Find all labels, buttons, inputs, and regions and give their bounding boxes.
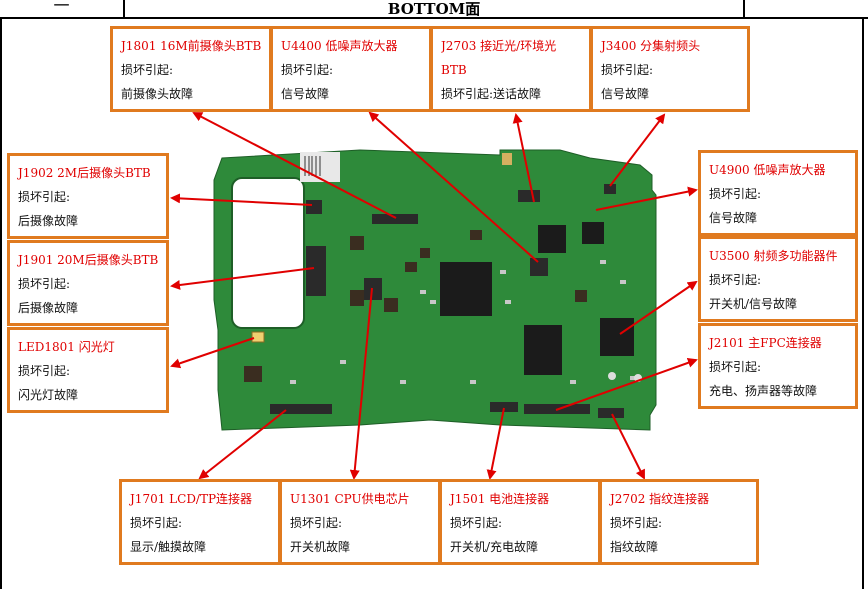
arrow-u1301 <box>349 287 373 480</box>
header-right-cell <box>745 0 868 19</box>
callout-cause-label: 损坏引起: <box>601 63 654 77</box>
callout-u4400: U4400 低噪声放大器 损坏引起: 信号故障 <box>270 26 432 112</box>
callout-description: 后摄像故障 <box>18 301 79 315</box>
callout-title: J1902 2M后摄像头BTB <box>18 166 151 180</box>
callout-description: 显示/触摸故障 <box>130 540 207 554</box>
arrow-j1902 <box>170 193 313 206</box>
callout-description: 信号故障 <box>709 211 758 225</box>
cpu-chip <box>440 262 492 316</box>
callout-title: J1501 电池连接器 <box>450 492 550 506</box>
callout-description: 送话故障 <box>493 87 542 101</box>
callout-j1901: J1901 20M后摄像头BTB 损坏引起: 后摄像故障 <box>7 240 169 326</box>
arrow-u4900 <box>595 186 698 211</box>
j1901-connector <box>306 246 326 296</box>
callout-cause-label: 损坏引起: <box>18 277 71 291</box>
callout-description: 前摄像头故障 <box>121 87 194 101</box>
memory-chip <box>524 325 562 375</box>
j1501-connector <box>490 402 518 412</box>
arrow-j2702 <box>611 413 645 480</box>
arrow-j1701 <box>198 409 287 480</box>
j2703-connector <box>530 258 548 276</box>
u1301-chip <box>364 278 382 300</box>
callout-cause-label: 损坏引起: <box>121 63 174 77</box>
page-title: BOTTOM面 <box>125 0 745 19</box>
callout-cause-label: 损坏引起: <box>450 516 503 530</box>
callout-description: 信号故障 <box>281 87 330 101</box>
callout-cause-label: 损坏引起: <box>290 516 343 530</box>
callout-description: 后摄像故障 <box>18 214 79 228</box>
callout-cause-label: 损坏引起: <box>709 273 762 287</box>
callout-title: J2703 接近光/环境光BTB <box>441 39 557 77</box>
callout-title: U1301 CPU供电芯片 <box>290 492 410 506</box>
j3400-connector <box>604 184 616 194</box>
j1701-connector <box>270 404 332 414</box>
arrow-u4400 <box>368 111 539 263</box>
callout-title: J2702 指纹连接器 <box>610 492 710 506</box>
callout-cause-label: 损坏引起: <box>18 364 71 378</box>
callout-cause-label: 损坏引起: <box>709 360 762 374</box>
callout-j2702: J2702 指纹连接器 损坏引起: 指纹故障 <box>599 479 759 565</box>
arrow-j2101 <box>555 357 698 411</box>
callout-description: 充电、扬声器等故障 <box>709 384 818 398</box>
callout-description: 指纹故障 <box>610 540 659 554</box>
callout-title: LED1801 闪光灯 <box>18 340 115 354</box>
callout-j1801: J1801 16M前摄像头BTB 损坏引起: 前摄像头故障 <box>110 26 272 112</box>
callout-description: 开关机故障 <box>290 540 351 554</box>
callout-cause-label-inline: 损坏引起: <box>441 87 494 101</box>
callout-u1301: U1301 CPU供电芯片 损坏引起: 开关机故障 <box>279 479 441 565</box>
callout-u3500: U3500 射频多功能器件 损坏引起: 开关机/信号故障 <box>698 236 858 322</box>
callout-j2101: J2101 主FPC连接器 损坏引起: 充电、扬声器等故障 <box>698 323 858 409</box>
callout-description: 闪光灯故障 <box>18 388 79 402</box>
callout-cause-label: 损坏引起: <box>709 187 762 201</box>
callout-j2703: J2703 接近光/环境光BTB 损坏引起:送话故障 <box>430 26 592 112</box>
callout-title: J1901 20M后摄像头BTB <box>18 253 159 267</box>
callout-u4900: U4900 低噪声放大器 损坏引起: 信号故障 <box>698 150 858 236</box>
callout-cause-label: 损坏引起: <box>130 516 183 530</box>
u3500-chip <box>600 318 634 356</box>
callout-title: J2101 主FPC连接器 <box>709 336 822 350</box>
callout-cause-label: 损坏引起: <box>281 63 334 77</box>
callout-description: 开关机/充电故障 <box>450 540 539 554</box>
callout-j1902: J1902 2M后摄像头BTB 损坏引起: 后摄像故障 <box>7 153 169 239</box>
j1801-connector <box>372 214 418 224</box>
arrow-j1801 <box>192 112 397 219</box>
callout-title: J1801 16M前摄像头BTB <box>121 39 262 53</box>
callout-j1701: J1701 LCD/TP连接器 损坏引起: 显示/触摸故障 <box>119 479 281 565</box>
pcb-board <box>213 149 657 431</box>
arrow-j1501 <box>486 407 505 480</box>
arrow-j3400 <box>609 113 666 187</box>
j2702-connector <box>598 408 624 418</box>
callout-cause-label: 损坏引起: <box>610 516 663 530</box>
callout-cause-label: 损坏引起:送话故障 <box>441 82 581 106</box>
arrow-j2703 <box>512 113 535 203</box>
callout-title: U4900 低噪声放大器 <box>709 163 826 177</box>
callout-description: 开关机/信号故障 <box>709 297 798 311</box>
callout-cause-label: 损坏引起: <box>18 190 71 204</box>
callout-j1501: J1501 电池连接器 损坏引起: 开关机/充电故障 <box>439 479 601 565</box>
arrow-led1801 <box>170 337 255 369</box>
callout-title: U4400 低噪声放大器 <box>281 39 398 53</box>
arrow-j1901 <box>170 267 315 290</box>
header-left-cell: 一 <box>0 0 125 19</box>
pointer-arrows <box>170 111 698 480</box>
callout-title: J1701 LCD/TP连接器 <box>130 492 253 506</box>
callout-j3400: J3400 分集射频头 损坏引起: 信号故障 <box>590 26 750 112</box>
j1902-connector <box>306 200 322 214</box>
diagram-frame <box>0 19 864 589</box>
callout-title: U3500 射频多功能器件 <box>709 249 838 263</box>
callout-led1801: LED1801 闪光灯 损坏引起: 闪光灯故障 <box>7 327 169 413</box>
led1801-flash <box>251 331 265 343</box>
callout-description: 信号故障 <box>601 87 650 101</box>
callout-title: J3400 分集射频头 <box>601 39 701 53</box>
arrow-u3500 <box>619 280 698 335</box>
